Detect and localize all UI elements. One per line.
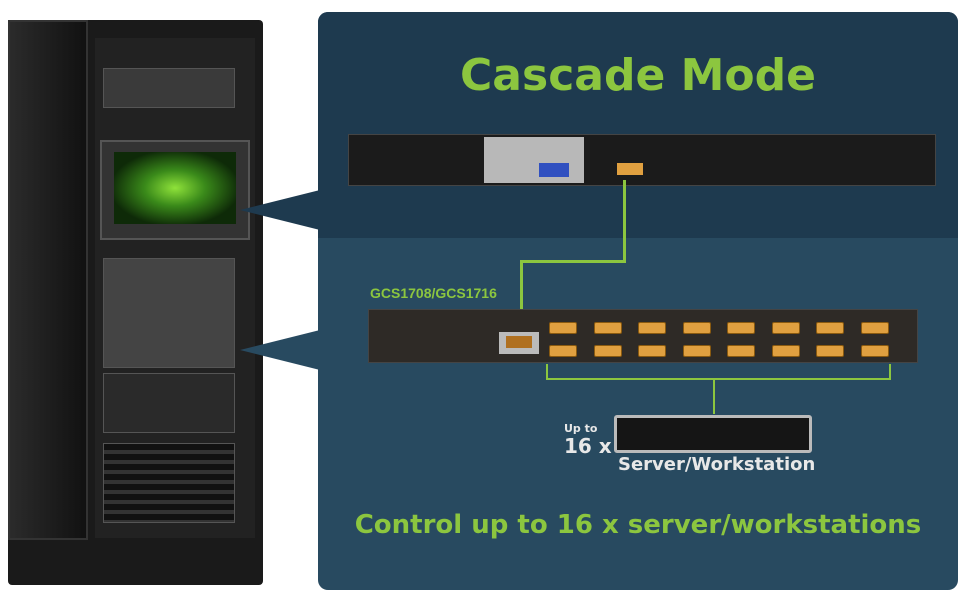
console-section xyxy=(318,12,958,238)
server-count: 16 x xyxy=(564,434,612,458)
vga-port xyxy=(638,345,666,357)
console-vga-port xyxy=(539,163,569,177)
rack-kvm-switches xyxy=(103,258,235,368)
vga-port xyxy=(816,345,844,357)
caption: Control up to 16 x server/workstations xyxy=(354,510,922,540)
server-label: Server/Workstation xyxy=(618,454,816,475)
vga-port xyxy=(593,345,622,357)
rack-door xyxy=(8,20,88,540)
vga-port xyxy=(771,345,800,357)
model-label: GCS1708/GCS1716 xyxy=(370,285,497,301)
rack-body xyxy=(95,38,255,538)
vga-port xyxy=(549,345,577,357)
callout-console xyxy=(240,190,320,230)
io-plate xyxy=(484,137,584,183)
lcd-console-rear-panel xyxy=(348,134,936,186)
lcd-console-monitor xyxy=(100,140,250,240)
cascade-cable xyxy=(520,260,523,336)
bracket xyxy=(713,378,715,414)
up-to-label: Up to xyxy=(564,422,598,435)
console-port xyxy=(499,332,539,354)
rack-unit xyxy=(103,68,235,108)
rack-unit xyxy=(103,373,235,433)
console-screen xyxy=(114,152,236,224)
bracket xyxy=(889,364,891,380)
cascade-cable xyxy=(623,180,626,262)
page-title: Cascade Mode xyxy=(460,50,816,101)
vga-port xyxy=(727,322,755,334)
rack-vent xyxy=(103,443,235,523)
vga-port xyxy=(682,322,711,334)
bracket xyxy=(546,364,548,380)
vga-port xyxy=(727,345,755,357)
bracket xyxy=(546,378,891,380)
vga-port xyxy=(816,322,844,334)
diagram-panel: Cascade Mode GCS1708/GCS1716 Up to 16 x … xyxy=(318,12,958,590)
vga-port xyxy=(593,322,622,334)
vga-port xyxy=(860,322,889,334)
vga-port xyxy=(682,345,711,357)
cascade-cable xyxy=(520,260,626,263)
vga-port xyxy=(549,322,577,334)
callout-pointers xyxy=(240,190,320,370)
callout-switch xyxy=(240,330,320,370)
vga-port xyxy=(771,322,800,334)
cascade-port xyxy=(617,163,643,175)
vga-port xyxy=(860,345,889,357)
server-icon xyxy=(614,415,812,453)
vga-port xyxy=(638,322,666,334)
kvm-switch-rear-panel xyxy=(368,309,918,363)
